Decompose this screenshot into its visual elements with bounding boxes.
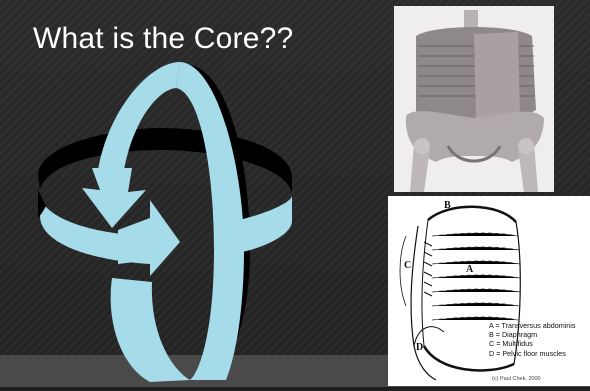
label-d: D	[416, 342, 423, 353]
label-a: A	[466, 264, 473, 275]
vertical-ring-light-right	[176, 62, 244, 380]
right-arrow	[118, 200, 180, 276]
label-b: B	[444, 200, 451, 211]
legend-item-b: B = Diaphragm	[489, 330, 576, 339]
down-arrow	[82, 168, 146, 228]
vertical-ring-lower-light	[111, 278, 190, 382]
pelvis-corset-photo	[394, 6, 554, 192]
legend-item-c: C = Multifidus	[489, 339, 576, 348]
vertical-ring-light-left	[98, 62, 180, 170]
diagram-legend: A = Transversus abdominis B = Diaphragm …	[489, 321, 576, 358]
diagram-credit: (c) Paul Chek, 2000	[492, 376, 541, 382]
label-c: C	[404, 260, 411, 271]
legend-item-a: A = Transversus abdominis	[489, 321, 576, 330]
core-rings-graphic	[0, 50, 300, 390]
legend-item-d: D = Pelvic floor muscles	[489, 349, 576, 358]
horizontal-ring-back	[38, 128, 292, 196]
